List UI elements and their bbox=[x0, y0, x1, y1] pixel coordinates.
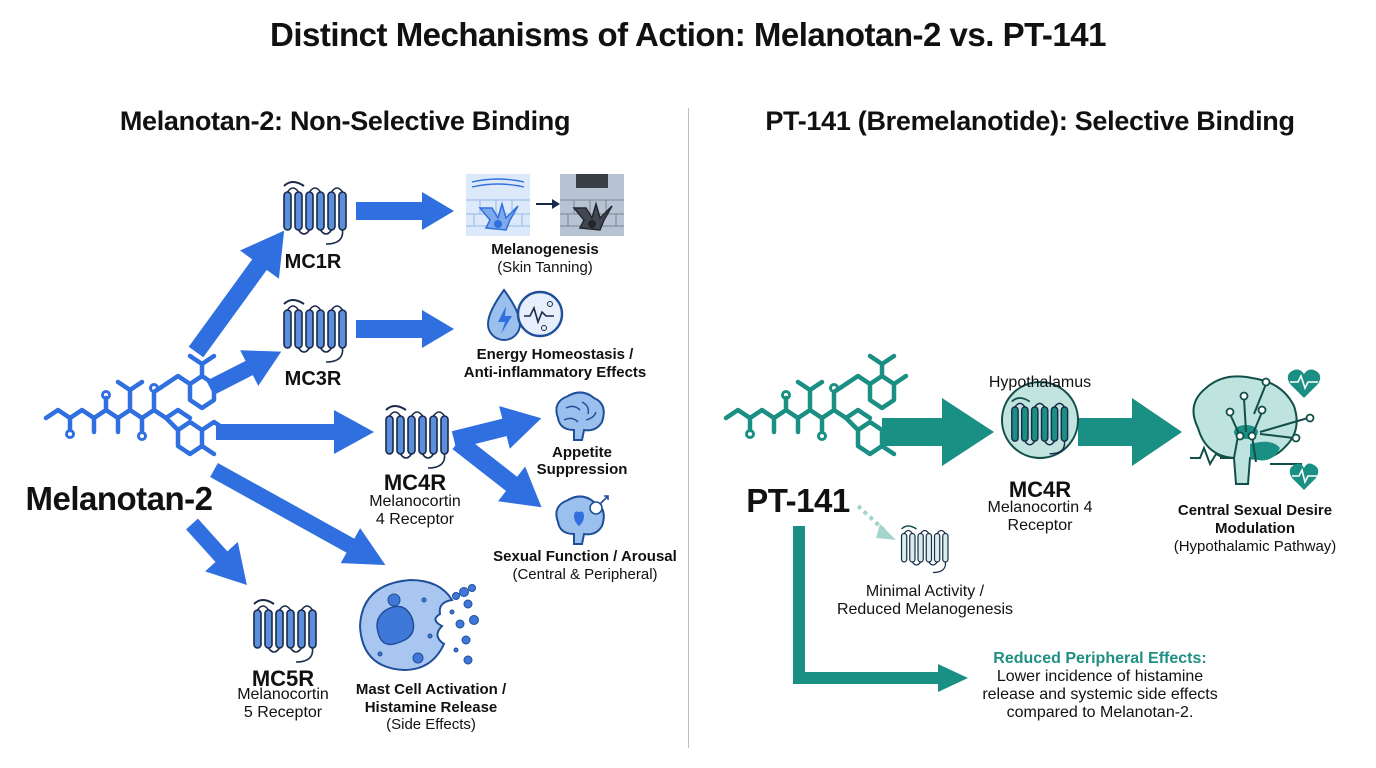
mc5r-label: MC5R bbox=[251, 666, 315, 691]
callout-line3: compared to Melanotan-2. bbox=[1006, 704, 1194, 721]
mc4r-label: MC4R bbox=[383, 470, 447, 495]
arrow-pt141-to-mc4r bbox=[882, 398, 994, 466]
tanning-arrow-icon bbox=[536, 199, 560, 209]
mc4r-desc-line2: 4 Receptor bbox=[375, 511, 455, 528]
melanotan-2-label: Melanotan-2 bbox=[25, 480, 213, 517]
arrow-to-mc1r bbox=[188, 230, 285, 358]
callout-title: Reduced Peripheral Effects: bbox=[993, 650, 1207, 667]
mc1r-label: MC1R bbox=[284, 251, 342, 273]
hypothalamus-circle-icon bbox=[1001, 381, 1079, 459]
pt141-mc4r-label: MC4R bbox=[1008, 477, 1072, 502]
energy-line2: Anti-inflammatory Effects bbox=[463, 364, 647, 381]
mc5r-desc-line2: 5 Receptor bbox=[243, 704, 323, 721]
minimal-line1: Minimal Activity / bbox=[865, 583, 985, 600]
arrow-mc4r-to-central bbox=[1078, 398, 1182, 466]
pt-141-molecule-icon bbox=[726, 356, 906, 454]
mast-line1: Mast Cell Activation / bbox=[355, 681, 507, 698]
arrow-mc1r-to-melanogenesis bbox=[356, 192, 454, 230]
appetite-line2: Suppression bbox=[536, 461, 628, 478]
melanogenesis-sub: (Skin Tanning) bbox=[497, 259, 593, 276]
central-line1: Central Sexual Desire bbox=[1177, 502, 1333, 519]
sexual-title: Sexual Function / Arousal bbox=[493, 548, 677, 565]
appetite-brain-icon bbox=[555, 391, 605, 441]
left-heading: Melanotan-2: Non-Selective Binding bbox=[119, 106, 571, 136]
page-title: Distinct Mechanisms of Action: Melanotan… bbox=[270, 16, 1106, 53]
appetite-line1: Appetite bbox=[552, 444, 612, 461]
arrow-to-mc5r bbox=[186, 518, 247, 585]
heart-pulse-icon-bottom bbox=[1289, 463, 1319, 490]
sexual-brain-icon bbox=[555, 495, 609, 545]
skin-after-icon bbox=[560, 174, 624, 236]
heart-pulse-icon-top bbox=[1287, 369, 1321, 398]
energy-line1: Energy Homeostasis / bbox=[476, 346, 634, 363]
pt141-mc4r-desc-line2: Receptor bbox=[1007, 517, 1073, 534]
minimal-line2: Reduced Melanogenesis bbox=[836, 601, 1014, 618]
mc4r-desc-line1: Melanocortin bbox=[369, 493, 461, 510]
pt141-mc4r-desc-line1: Melanocortin 4 bbox=[987, 499, 1093, 516]
arrow-mc4r-to-sexual bbox=[452, 434, 542, 508]
arrow-mc3r-to-energy bbox=[356, 310, 454, 348]
mast-cell-icon bbox=[358, 578, 479, 672]
sexual-sub: (Central & Peripheral) bbox=[512, 566, 658, 583]
callout-line1: Lower incidence of histamine bbox=[996, 668, 1204, 685]
mast-line2: Histamine Release bbox=[364, 699, 498, 716]
hypothalamus-label: Hypothalamus bbox=[988, 374, 1092, 391]
arrow-to-mc3r bbox=[206, 350, 282, 396]
section-divider bbox=[688, 108, 689, 748]
arrow-pt141-to-peripheral bbox=[793, 526, 968, 692]
arrow-to-mc4r bbox=[216, 410, 374, 454]
mast-sub: (Side Effects) bbox=[386, 716, 476, 733]
central-line2: Modulation bbox=[1215, 520, 1295, 537]
pt-141-label: PT-141 bbox=[746, 482, 850, 519]
skin-before-icon bbox=[466, 174, 530, 236]
central-brain-icon bbox=[1190, 375, 1315, 485]
arrow-to-mast-cell bbox=[210, 463, 386, 566]
mc3r-label: MC3R bbox=[284, 368, 342, 390]
melanogenesis-title: Melanogenesis bbox=[491, 241, 599, 258]
minimal-receptor-icon bbox=[900, 525, 949, 574]
callout-line2: release and systemic side effects bbox=[982, 686, 1218, 703]
mc5r-desc-line1: Melanocortin bbox=[237, 686, 329, 703]
right-heading: PT-141 (Bremelanotide): Selective Bindin… bbox=[765, 106, 1295, 136]
dotted-arrow-to-minimal bbox=[856, 504, 896, 540]
central-sub: (Hypothalamic Pathway) bbox=[1173, 538, 1337, 555]
inflammation-pulse-icon bbox=[516, 290, 564, 338]
